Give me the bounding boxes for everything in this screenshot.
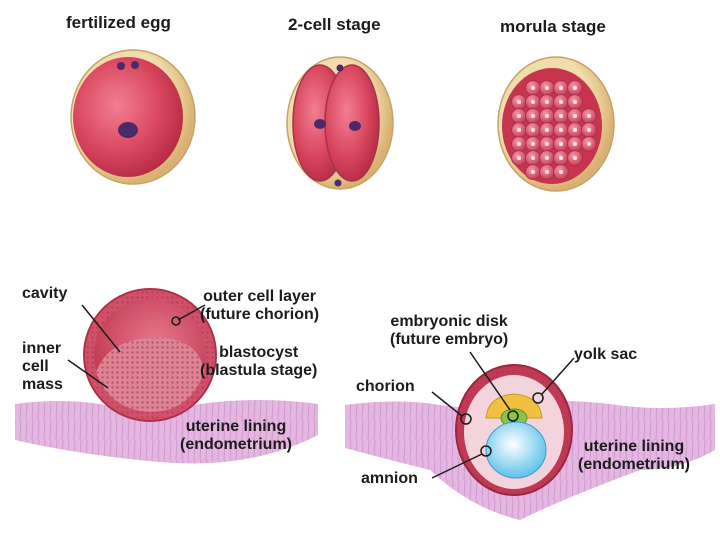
label-blastocyst: blastocyst (blastula stage) <box>200 344 317 380</box>
morula-cell-nucleus <box>531 100 535 104</box>
morula-cell-nucleus <box>587 142 591 146</box>
morula-figure <box>497 56 615 192</box>
morula-cell-nucleus <box>587 128 591 132</box>
label-blastocyst-line2: (blastula stage) <box>200 361 318 379</box>
fertilized-egg-figure <box>70 49 196 185</box>
morula-cell-nucleus <box>545 142 549 146</box>
morula-cell-nucleus <box>517 100 521 104</box>
morula-cell-nucleus <box>559 128 563 132</box>
morula-cell-nucleus <box>573 142 577 146</box>
morula-cell-nucleus <box>545 100 549 104</box>
two-cell-stage-figure <box>286 56 394 190</box>
label-morula-stage: morula stage <box>500 17 606 36</box>
label-uterine-lining-right-line2: (endometrium) <box>578 455 690 473</box>
morula-cell-nucleus <box>559 156 563 160</box>
label-mass: mass <box>22 375 63 393</box>
label-inner-cell-mass: inner cell mass <box>22 340 63 394</box>
label-amnion: amnion <box>361 470 418 487</box>
nucleus-icon <box>314 119 326 129</box>
morula-cell-nucleus <box>573 128 577 132</box>
label-uterine-lining-left-line1: uterine lining <box>185 418 287 435</box>
morula-cell-nucleus <box>531 86 535 90</box>
morula-cell-nucleus <box>517 128 521 132</box>
nucleus-icon <box>118 122 138 138</box>
label-uterine-lining-right-line1: uterine lining <box>583 438 685 455</box>
leader-lines-right <box>431 351 575 479</box>
label-outer-cell-layer-line1: outer cell layer <box>203 288 317 305</box>
label-outer-cell-layer: outer cell layer (future chorion) <box>200 288 319 324</box>
morula-cell-nucleus <box>517 142 521 146</box>
label-uterine-lining-right: uterine lining (endometrium) <box>578 438 690 474</box>
morula-cell-nucleus <box>531 142 535 146</box>
morula-cell-nucleus <box>573 86 577 90</box>
label-cavity: cavity <box>22 285 68 302</box>
morula-cell-nucleus <box>573 114 577 118</box>
morula-cell-nucleus <box>545 128 549 132</box>
morula-cell-nucleus <box>573 156 577 160</box>
label-inner: inner <box>22 340 62 357</box>
label-embryonic-disk: embryonic disk (future embryo) <box>390 313 508 349</box>
morula-cell-nucleus <box>545 86 549 90</box>
morula-cell-nucleus <box>517 156 521 160</box>
morula-cell-nucleus <box>545 156 549 160</box>
morula-cells <box>511 80 597 180</box>
morula-cell-nucleus <box>545 170 549 174</box>
label-blastocyst-line1: blastocyst <box>219 344 299 361</box>
morula-cell-nucleus <box>545 114 549 118</box>
implanted-embryo-figure <box>455 364 573 496</box>
morula-cell-nucleus <box>559 170 563 174</box>
polar-body-icon <box>131 61 139 69</box>
morula-cell-nucleus <box>559 142 563 146</box>
morula-cell-nucleus <box>559 114 563 118</box>
label-chorion: chorion <box>356 378 415 395</box>
morula-cell-nucleus <box>531 114 535 118</box>
morula-cell-nucleus <box>559 100 563 104</box>
morula-cell-nucleus <box>573 100 577 104</box>
endometrium-left <box>15 400 318 464</box>
morula-cell-nucleus <box>559 86 563 90</box>
amnion-sac <box>485 421 547 479</box>
morula-cell-nucleus <box>587 114 591 118</box>
label-two-cell-stage: 2-cell stage <box>288 15 381 34</box>
leader-lines-left <box>67 304 206 389</box>
label-fertilized-egg: fertilized egg <box>66 13 171 32</box>
morula-cell-nucleus <box>531 170 535 174</box>
label-uterine-lining-left-line2: (endometrium) <box>180 435 292 453</box>
yolk-sac <box>485 393 543 419</box>
morula-cell-nucleus <box>517 114 521 118</box>
morula-cell-nucleus <box>531 128 535 132</box>
label-embryonic-disk-line1: embryonic disk <box>390 313 508 330</box>
label-uterine-lining-left: uterine lining (endometrium) <box>180 418 292 454</box>
morula-cell-nucleus <box>531 156 535 160</box>
label-yolk-sac: yolk sac <box>574 346 638 363</box>
nucleus-icon <box>349 121 361 131</box>
label-outer-cell-layer-line2: (future chorion) <box>200 305 320 323</box>
label-cell: cell <box>22 357 49 375</box>
label-embryonic-disk-line2: (future embryo) <box>390 330 509 348</box>
polar-body-icon <box>117 62 125 70</box>
blastocyst-figure <box>83 288 217 422</box>
